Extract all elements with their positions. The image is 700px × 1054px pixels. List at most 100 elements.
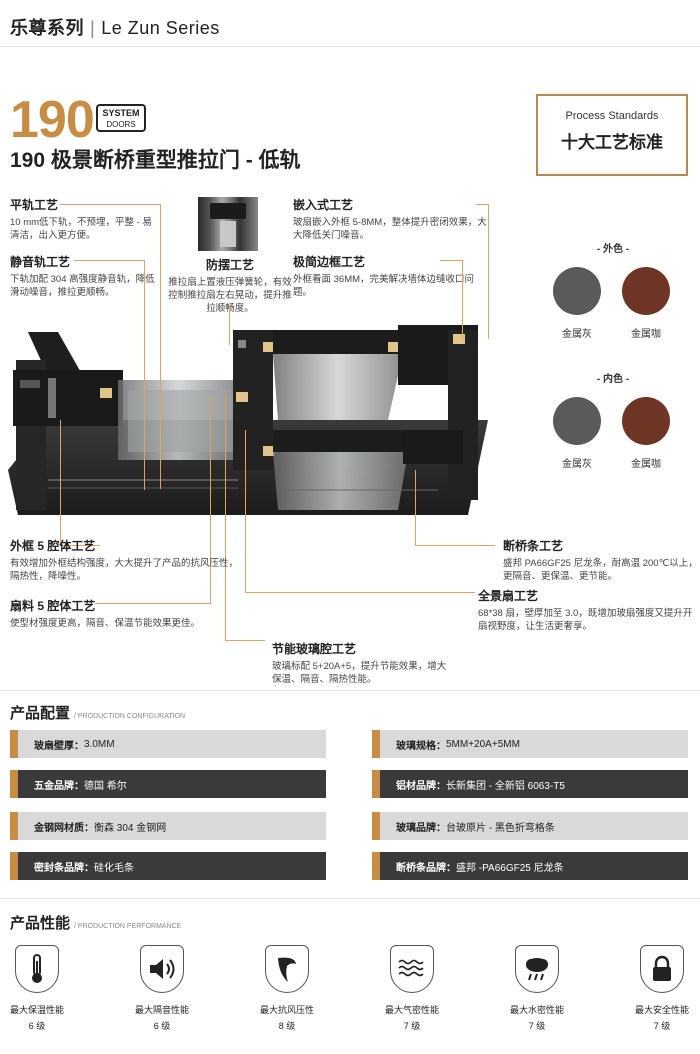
inner-swatch-label: 金属咖 bbox=[631, 459, 661, 470]
config-row: 玻扇壁厚：3.0MM bbox=[10, 730, 326, 758]
annotation-glass-cavity: 节能玻璃腔工艺 玻璃标配 5+20A+5，提升节能效果，增大保温、隔音、隔热性能… bbox=[272, 640, 447, 686]
leader-line bbox=[225, 395, 226, 640]
perf-label: 最大保温性能 bbox=[9, 1005, 64, 1015]
config-key: 铝材品牌： bbox=[396, 780, 446, 792]
outer-color-title: - 外色 - bbox=[588, 240, 638, 255]
perf-level: 8 级 bbox=[278, 1021, 296, 1031]
leader-line bbox=[60, 204, 160, 205]
config-value: 台玻原片 - 黑色折弯格条 bbox=[446, 822, 555, 834]
config-value: 硅化毛条 bbox=[94, 862, 134, 874]
annotation-title: 断桥条工艺 bbox=[503, 539, 564, 553]
leader-line bbox=[415, 545, 495, 546]
inner-swatch-gray[interactable] bbox=[553, 397, 601, 445]
annotation-title: 扇料 5 腔体工艺 bbox=[10, 599, 96, 613]
inner-color-title: - 内色 - bbox=[596, 374, 630, 385]
leader-line bbox=[415, 470, 416, 545]
header-divider bbox=[0, 46, 700, 47]
annotation-title: 防摆工艺 bbox=[205, 258, 254, 272]
leader-line bbox=[476, 204, 488, 205]
lock-icon bbox=[640, 945, 684, 993]
config-value: 衡森 304 金钢网 bbox=[94, 822, 167, 834]
series-title: 乐尊系列 |Le Zun Series bbox=[10, 14, 220, 40]
standards-en: Process Standards bbox=[565, 110, 659, 122]
config-value: 3.0MM bbox=[84, 738, 115, 750]
config-title: 产品配置 bbox=[10, 705, 71, 722]
section-divider bbox=[0, 898, 700, 899]
config-row: 金钢网材质：衡森 304 金钢网 bbox=[10, 812, 326, 840]
annotation-frame-cavity: 外框 5 腔体工艺 有效增加外框结构强度，大大提升了产品的抗风压性，隔热性，降噪… bbox=[10, 537, 240, 583]
perf-water: 最大水密性能 7 级 bbox=[506, 945, 568, 1032]
annotation-text: 盛邦 PA66GF25 尼龙条，耐高温 200℃以上，更隔音、更保温、更节能。 bbox=[503, 558, 698, 582]
inner-swatch-label: 金属灰 bbox=[562, 459, 592, 470]
config-value: 盛邦 -PA66GF25 尼龙条 bbox=[456, 862, 564, 874]
section-divider bbox=[0, 690, 700, 691]
series-en: Le Zun Series bbox=[101, 18, 220, 38]
annotation-text: 有效增加外框结构强度，大大提升了产品的抗风压性，隔热性，降噪性。 bbox=[10, 558, 239, 582]
series-cn: 乐尊系列 bbox=[10, 18, 84, 38]
leader-line bbox=[74, 260, 144, 261]
config-key: 断桥条品牌： bbox=[396, 862, 456, 874]
outer-swatch-label: 金属咖 bbox=[631, 329, 661, 340]
annotation-text: 玻璃标配 5+20A+5，提升节能效果，增大保温、隔音、隔热性能。 bbox=[272, 661, 447, 685]
annotation-title: 平轨工艺 bbox=[10, 198, 59, 212]
config-subtitle: PRODUCTION CONFIGURATION bbox=[77, 713, 186, 720]
thermometer-icon bbox=[15, 945, 59, 993]
leader-line bbox=[488, 204, 489, 339]
speaker-icon bbox=[140, 945, 184, 993]
annotation-text: 下轨加配 304 高强度静音轨，降低滑动噪音，推拉更顺畅。 bbox=[10, 274, 155, 298]
leader-line bbox=[245, 592, 475, 593]
outer-swatch-label: 金属灰 bbox=[562, 329, 592, 340]
performance-title: 产品性能 bbox=[10, 915, 71, 932]
config-key: 玻璃品牌： bbox=[396, 822, 446, 834]
series-separator: | bbox=[90, 18, 96, 38]
annotation-minimal-frame: 极简边框工艺 外框看面 36MM，完美解决墙体边缝收口问题。 bbox=[293, 253, 493, 299]
config-key: 金钢网材质： bbox=[34, 822, 94, 834]
annotation-silent-rail: 静音轨工艺 下轨加配 304 高强度静音轨，降低滑动噪音，推拉更顺畅。 bbox=[10, 253, 160, 299]
standards-cn: 十大工艺标准 bbox=[561, 133, 663, 152]
config-key: 密封条品牌： bbox=[34, 862, 94, 874]
config-row: 断桥条品牌：盛邦 -PA66GF25 尼龙条 bbox=[372, 852, 688, 880]
leader-line bbox=[60, 420, 61, 545]
config-key: 玻璃规格： bbox=[396, 740, 446, 752]
leader-line bbox=[144, 260, 145, 490]
annotation-panoramic-sash: 全景扇工艺 68*38 扇，壁厚加至 3.0，既增加玻扇强度又提升开扇视野度，让… bbox=[478, 587, 698, 633]
inner-swatch-coffee[interactable] bbox=[622, 397, 670, 445]
perf-level: 6 级 bbox=[153, 1021, 171, 1031]
config-value: 德国 希尔 bbox=[84, 780, 127, 792]
leader-line bbox=[225, 640, 265, 641]
annotation-sash-cavity: 扇料 5 腔体工艺 使型材强度更高，隔音、保温节能效果更佳。 bbox=[10, 597, 220, 630]
leader-line bbox=[462, 260, 463, 340]
outer-swatch-coffee[interactable] bbox=[622, 267, 670, 315]
leader-line bbox=[60, 545, 100, 546]
performance-section-title: 产品性能/ PRODUCTION PERFORMANCE bbox=[10, 915, 182, 932]
product-title: 190 极景断桥重型推拉门 - 低轨 bbox=[10, 149, 301, 172]
leader-line bbox=[229, 305, 230, 345]
perf-airtight: 最大气密性能 7 级 bbox=[381, 945, 443, 1032]
outer-swatch-gray[interactable] bbox=[553, 267, 601, 315]
annotation-embedded: 嵌入式工艺 玻扇嵌入外框 5-8MM，整体提升密闭效果，大大降低关门噪音。 bbox=[293, 196, 493, 242]
door-profile-illustration bbox=[8, 325, 488, 515]
config-value: 长新集团 - 全新铝 6063-T5 bbox=[446, 780, 565, 792]
wind-icon bbox=[265, 945, 309, 993]
annotation-text: 推拉扇上置液压弹簧轮，有效控制推拉扇左右晃动，提升推拉顺畅度。 bbox=[168, 277, 292, 314]
leader-line bbox=[440, 260, 462, 261]
annotation-text: 10 mm低下轨，不预埋，平整 - 易清洁，出入更方便。 bbox=[10, 217, 152, 241]
annotation-text: 使型材强度更高，隔音、保温节能效果更佳。 bbox=[10, 618, 201, 629]
perf-level: 7 级 bbox=[403, 1021, 421, 1031]
perf-thermal: 最大保温性能 6 级 bbox=[6, 945, 68, 1032]
annotation-title: 外框 5 腔体工艺 bbox=[10, 539, 96, 553]
annotation-title: 节能玻璃腔工艺 bbox=[272, 642, 357, 656]
performance-subtitle: PRODUCTION PERFORMANCE bbox=[77, 923, 182, 930]
leader-line bbox=[95, 603, 211, 604]
system-doors-badge: SYSTEM DOORS bbox=[96, 104, 146, 132]
config-section-title: 产品配置/ PRODUCTION CONFIGURATION bbox=[10, 705, 186, 722]
perf-security: 最大安全性能 7 级 bbox=[631, 945, 693, 1032]
perf-level: 7 级 bbox=[528, 1021, 546, 1031]
annotation-title: 极简边框工艺 bbox=[293, 255, 366, 269]
perf-label: 最大水密性能 bbox=[509, 1005, 564, 1015]
rain-cloud-icon bbox=[515, 945, 559, 993]
perf-label: 最大隔音性能 bbox=[134, 1005, 189, 1015]
perf-wind: 最大抗风压性 8 级 bbox=[256, 945, 318, 1032]
anti-swing-photo bbox=[198, 197, 258, 251]
annotation-anti-swing: 防摆工艺 推拉扇上置液压弹簧轮，有效控制推拉扇左右晃动，提升推拉顺畅度。 bbox=[168, 256, 292, 315]
